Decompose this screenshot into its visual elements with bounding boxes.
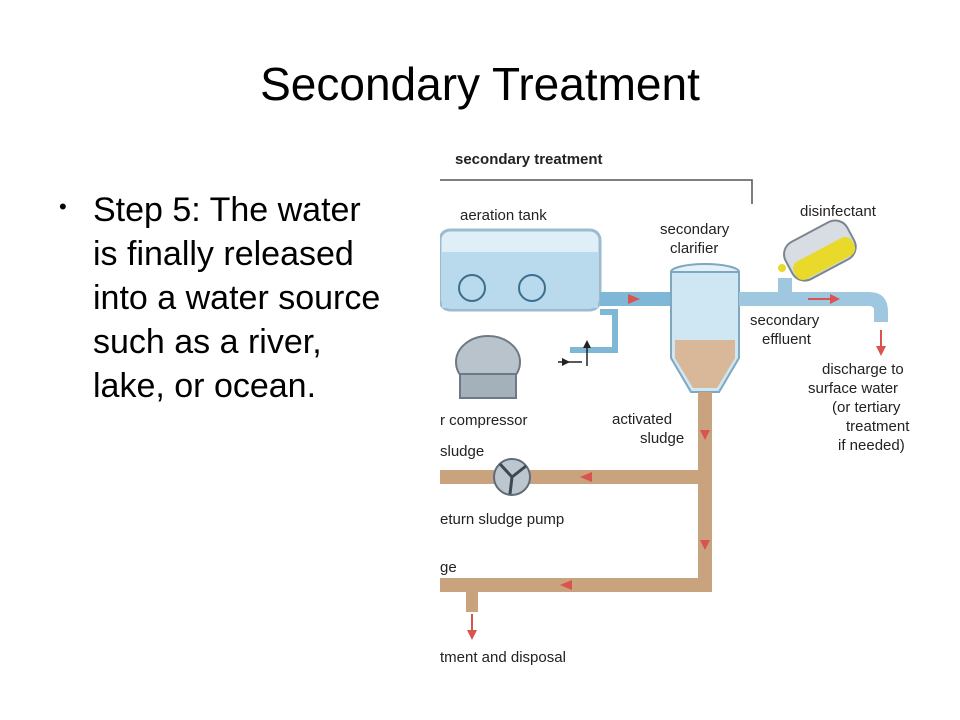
treatment-diagram: secondary treatment aeration tank r comp… xyxy=(440,140,940,680)
mixing-circle-1 xyxy=(458,274,486,302)
air-line xyxy=(570,309,618,353)
effluent-pipe xyxy=(739,292,869,306)
disposal-outlet xyxy=(466,592,478,612)
clarifier-label-2: clarifier xyxy=(670,240,718,257)
ge-label: ge xyxy=(440,559,457,576)
waste-sludge-pipe xyxy=(440,578,712,592)
pump-impeller xyxy=(498,462,527,495)
slide-title: Secondary Treatment xyxy=(260,58,700,110)
return-pump-label: eturn sludge pump xyxy=(440,511,564,528)
sludge-downpipe xyxy=(698,392,712,592)
discharge-label-3: (or tertiary xyxy=(832,399,901,416)
diagram-svg: secondary treatment aeration tank r comp… xyxy=(440,151,910,666)
compressor-base xyxy=(459,373,517,399)
compressor-label: r compressor xyxy=(440,412,528,429)
clarifier-label-1: secondary xyxy=(660,221,730,238)
effluent-label-1: secondary xyxy=(750,312,820,329)
discharge-label-5: if needed) xyxy=(838,437,905,454)
sludge-arrow-down-2 xyxy=(700,540,710,550)
disinfectant-drop xyxy=(778,264,786,272)
disinfectant-label: disinfectant xyxy=(800,203,877,220)
waste-arrow xyxy=(560,580,572,590)
aeration-tank-label: aeration tank xyxy=(460,207,547,224)
discharge-label-4: treatment xyxy=(846,418,910,435)
heading-bracket xyxy=(440,179,753,204)
clarifier-sludge xyxy=(675,340,735,388)
discharge-label-1: discharge to xyxy=(822,361,904,378)
discharge-label-2: surface water xyxy=(808,380,898,397)
bullet-marker: • xyxy=(59,194,67,219)
bullet-list: • Step 5: The water is finally released … xyxy=(55,188,395,408)
bullet-text: Step 5: The water is finally released in… xyxy=(93,191,381,405)
sludge-label: sludge xyxy=(440,443,484,460)
effluent-arrow-head xyxy=(830,294,840,304)
disinfectant-bottle xyxy=(783,219,857,282)
activated-sludge-label-2: sludge xyxy=(640,430,684,447)
air-arrow-head-up xyxy=(583,340,591,348)
diagram-heading: secondary treatment xyxy=(455,151,603,168)
return-sludge-pipe xyxy=(440,470,712,484)
sludge-arrow-down-1 xyxy=(700,430,710,440)
disposal-label: tment and disposal xyxy=(440,649,566,666)
mixing-circle-2 xyxy=(518,274,546,302)
flow-arrow-1 xyxy=(628,294,640,304)
discharge-arrow-head xyxy=(876,346,886,356)
return-arrow xyxy=(580,472,592,482)
activated-sludge-label-1: activated xyxy=(612,411,672,428)
disinfectant-inlet xyxy=(778,278,792,294)
disposal-arrow-head xyxy=(467,630,477,640)
effluent-outlet xyxy=(869,292,888,322)
aeration-water xyxy=(442,252,598,308)
air-arrow-head-right xyxy=(562,358,570,366)
effluent-label-2: effluent xyxy=(762,331,812,348)
